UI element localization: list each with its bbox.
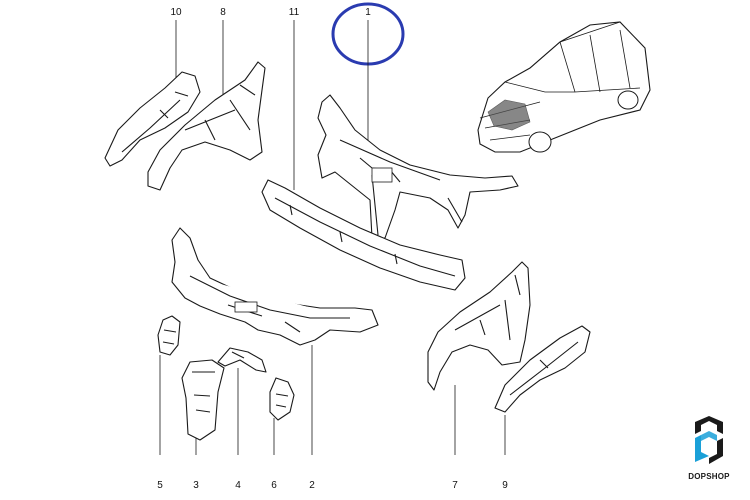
part-7-shape xyxy=(427,261,531,391)
brand-name: DOPSHOP xyxy=(688,472,730,481)
part-1-shape xyxy=(317,94,519,239)
part-2-shape xyxy=(171,227,379,346)
part-8-shape xyxy=(147,61,266,191)
part-10-shape xyxy=(104,71,201,167)
callout-6: 6 xyxy=(271,480,277,491)
part-3-shape xyxy=(181,359,225,441)
leader-lines xyxy=(159,20,506,455)
part-6-shape xyxy=(269,377,295,421)
callout-8: 8 xyxy=(220,7,226,18)
callout-1: 1 xyxy=(365,7,371,18)
part-5-shape xyxy=(157,315,181,356)
callout-9: 9 xyxy=(502,480,508,491)
callout-10: 10 xyxy=(170,7,182,18)
dopshop-logo-icon xyxy=(695,416,723,464)
callout-2: 2 xyxy=(309,480,315,491)
vehicle-thumbnail xyxy=(477,21,651,153)
brand-logo: DOPSHOP xyxy=(679,414,739,484)
part-11-shape xyxy=(261,179,466,291)
part-9-shape xyxy=(494,325,591,413)
callout-4: 4 xyxy=(235,480,241,491)
callout-11: 11 xyxy=(288,7,300,18)
callout-3: 3 xyxy=(193,480,199,491)
callout-5: 5 xyxy=(157,480,163,491)
callout-7: 7 xyxy=(452,480,458,491)
part-4-shape xyxy=(217,347,267,373)
